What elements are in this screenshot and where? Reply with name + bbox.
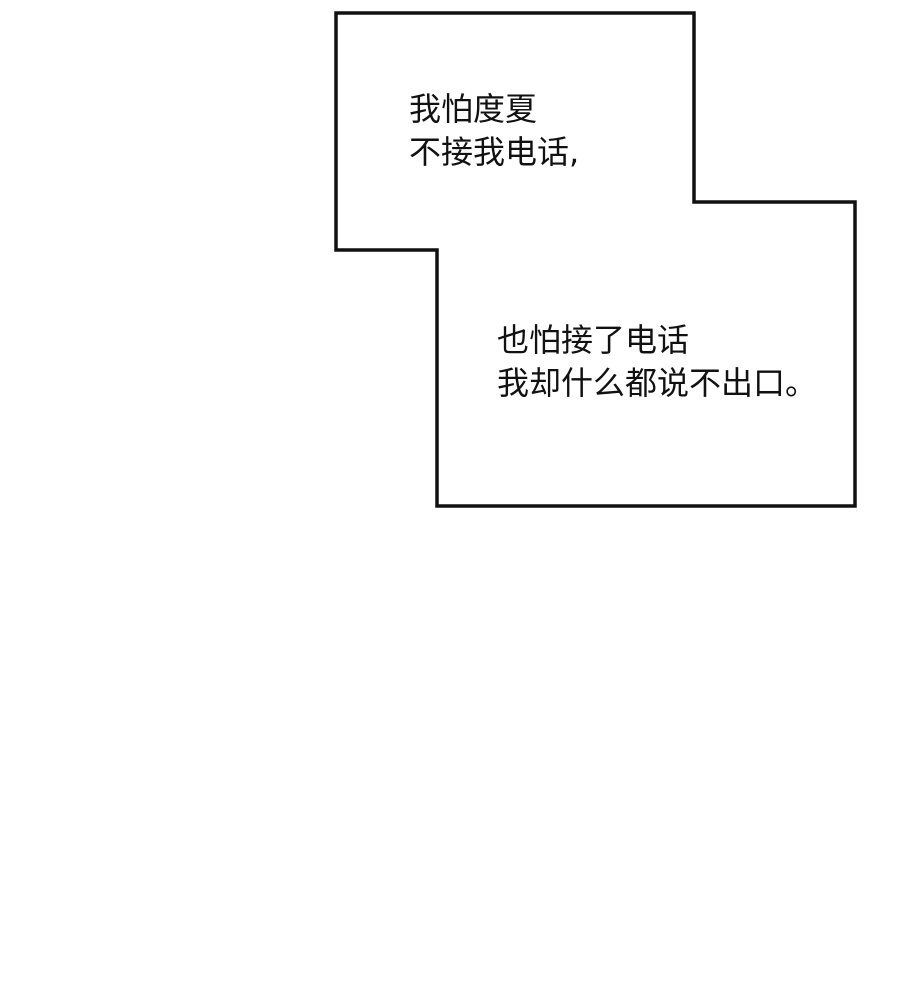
caption-lower-line-2: 我却什么都说不出口。: [497, 364, 818, 402]
caption-upper-line-2: 不接我电话,: [409, 133, 580, 171]
caption-lower-line-1: 也怕接了电话: [497, 321, 690, 359]
caption-upper: 我怕度夏 不接我电话,: [409, 88, 579, 174]
caption-lower: 也怕接了电话 我却什么都说不出口。: [497, 319, 817, 405]
caption-upper-line-1: 我怕度夏: [409, 90, 538, 128]
